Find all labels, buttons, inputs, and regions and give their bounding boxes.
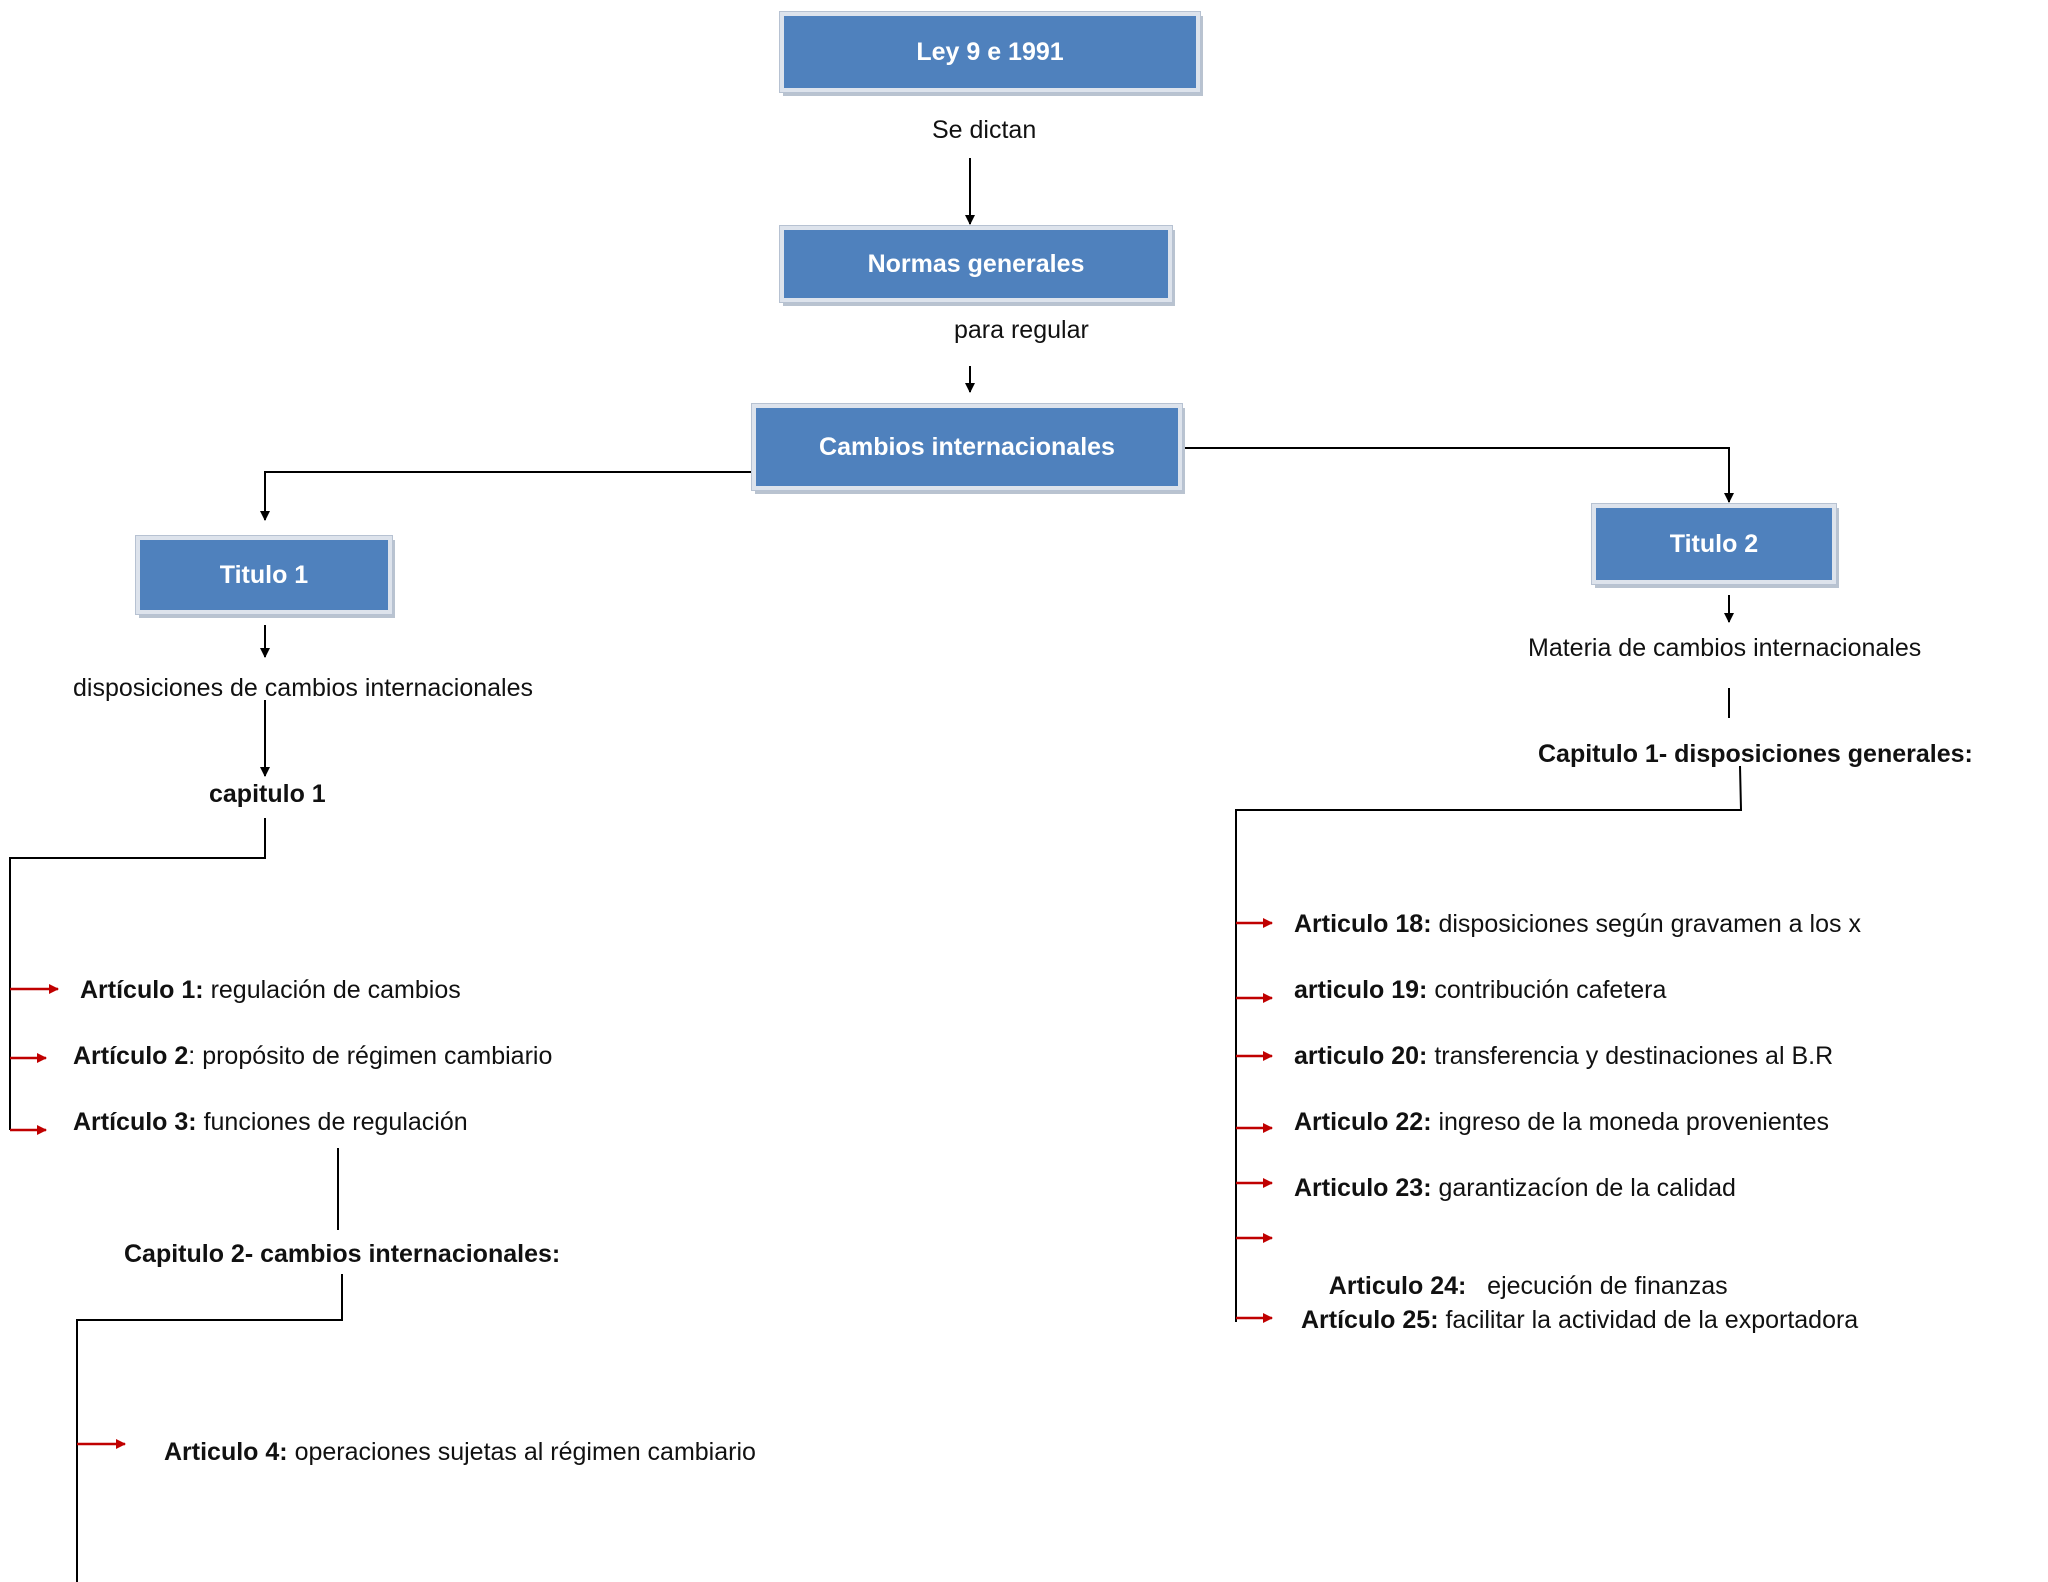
list-item-articulo-20: articulo 20: transferencia y destinacion…: [1294, 1040, 1833, 1072]
box-cambios-label: Cambios internacionales: [819, 432, 1115, 461]
connector-capitulo1-t2-bracket: [1235, 765, 1743, 1322]
list-item-articulo-22: Articulo 22: ingreso de la moneda proven…: [1294, 1106, 1829, 1138]
box-titulo1-label: Titulo 1: [219, 560, 309, 589]
connector-to-titulo1: [260, 471, 752, 521]
article-text: contribución cafetera: [1427, 976, 1667, 1004]
box-titulo-1: Titulo 1: [135, 535, 393, 615]
article-text: facilitar la actividad de la exportadora: [1438, 1306, 1859, 1334]
connector-capitulo2-bracket: [76, 1274, 343, 1582]
list-item-articulo-18: Articulo 18: disposiciones según gravame…: [1294, 908, 1861, 940]
list-item-articulo-24: Articulo 24: ejecución de finanzas: [1301, 1238, 1728, 1334]
list-item-articulo-25: Artículo 25: facilitar la actividad de l…: [1301, 1304, 1858, 1336]
box-normas-label: Normas generales: [867, 249, 1085, 278]
box-ley: Ley 9 e 1991: [779, 11, 1201, 93]
article-text: : propósito de régimen cambiario: [188, 1042, 553, 1070]
box-titulo-2: Titulo 2: [1591, 503, 1837, 585]
label-capitulo-2: Capitulo 2- cambios internacionales:: [124, 1240, 561, 1268]
box-cambios-internacionales: Cambios internacionales: [751, 403, 1183, 491]
article-text: transferencia y destinaciones al B.R: [1427, 1042, 1834, 1070]
article-text: regulación de cambios: [203, 976, 461, 1004]
connector-capitulo1-bracket: [9, 818, 266, 1130]
box-normas-generales: Normas generales: [779, 225, 1173, 303]
article-title: articulo 20:: [1294, 1042, 1428, 1070]
article-text: operaciones sujetas al régimen cambiario: [287, 1438, 756, 1466]
box-titulo2-label: Titulo 2: [1669, 529, 1759, 558]
article-title: articulo 19:: [1294, 976, 1428, 1004]
list-item-articulo-4: Articulo 4: operaciones sujetas al régim…: [164, 1436, 756, 1468]
list-item-articulo-1: Artículo 1: regulación de cambios: [80, 974, 461, 1006]
label-capitulo-1-disposiciones-generales: Capitulo 1- disposiciones generales:: [1538, 740, 1973, 768]
article-title: Artículo 2: [73, 1042, 189, 1070]
label-para-regular: para regular: [954, 316, 1089, 344]
article-text: ingreso de la moneda provenientes: [1431, 1108, 1830, 1136]
label-se-dictan: Se dictan: [932, 116, 1037, 144]
label-capitulo-1: capitulo 1: [209, 780, 326, 808]
article-title: Articulo 24:: [1328, 1272, 1467, 1300]
list-item-articulo-23: Articulo 23: garantizacíon de la calidad: [1294, 1172, 1736, 1204]
label-materia: Materia de cambios internacionales: [1528, 634, 1922, 662]
article-title: Articulo 18:: [1294, 910, 1432, 938]
article-title: Articulo 4:: [164, 1438, 288, 1466]
article-text: garantizacíon de la calidad: [1431, 1174, 1736, 1202]
list-item-articulo-3: Artículo 3: funciones de regulación: [73, 1106, 468, 1138]
connector-to-titulo2: [1182, 447, 1734, 503]
article-text: disposiciones según gravamen a los x: [1431, 910, 1861, 938]
label-disposiciones: disposiciones de cambios internacionales: [73, 674, 533, 702]
article-title: Articulo 23:: [1294, 1174, 1432, 1202]
box-ley-label: Ley 9 e 1991: [916, 37, 1064, 66]
article-text: ejecución de finanzas: [1466, 1272, 1728, 1300]
article-title: Artículo 1:: [80, 976, 204, 1004]
list-item-articulo-2: Artículo 2: propósito de régimen cambiar…: [73, 1040, 552, 1072]
article-title: Artículo 3:: [73, 1108, 197, 1136]
list-item-articulo-19: articulo 19: contribución cafetera: [1294, 974, 1666, 1006]
article-title: Artículo 25:: [1301, 1306, 1439, 1334]
article-title: Articulo 22:: [1294, 1108, 1432, 1136]
article-text: funciones de regulación: [196, 1108, 468, 1136]
